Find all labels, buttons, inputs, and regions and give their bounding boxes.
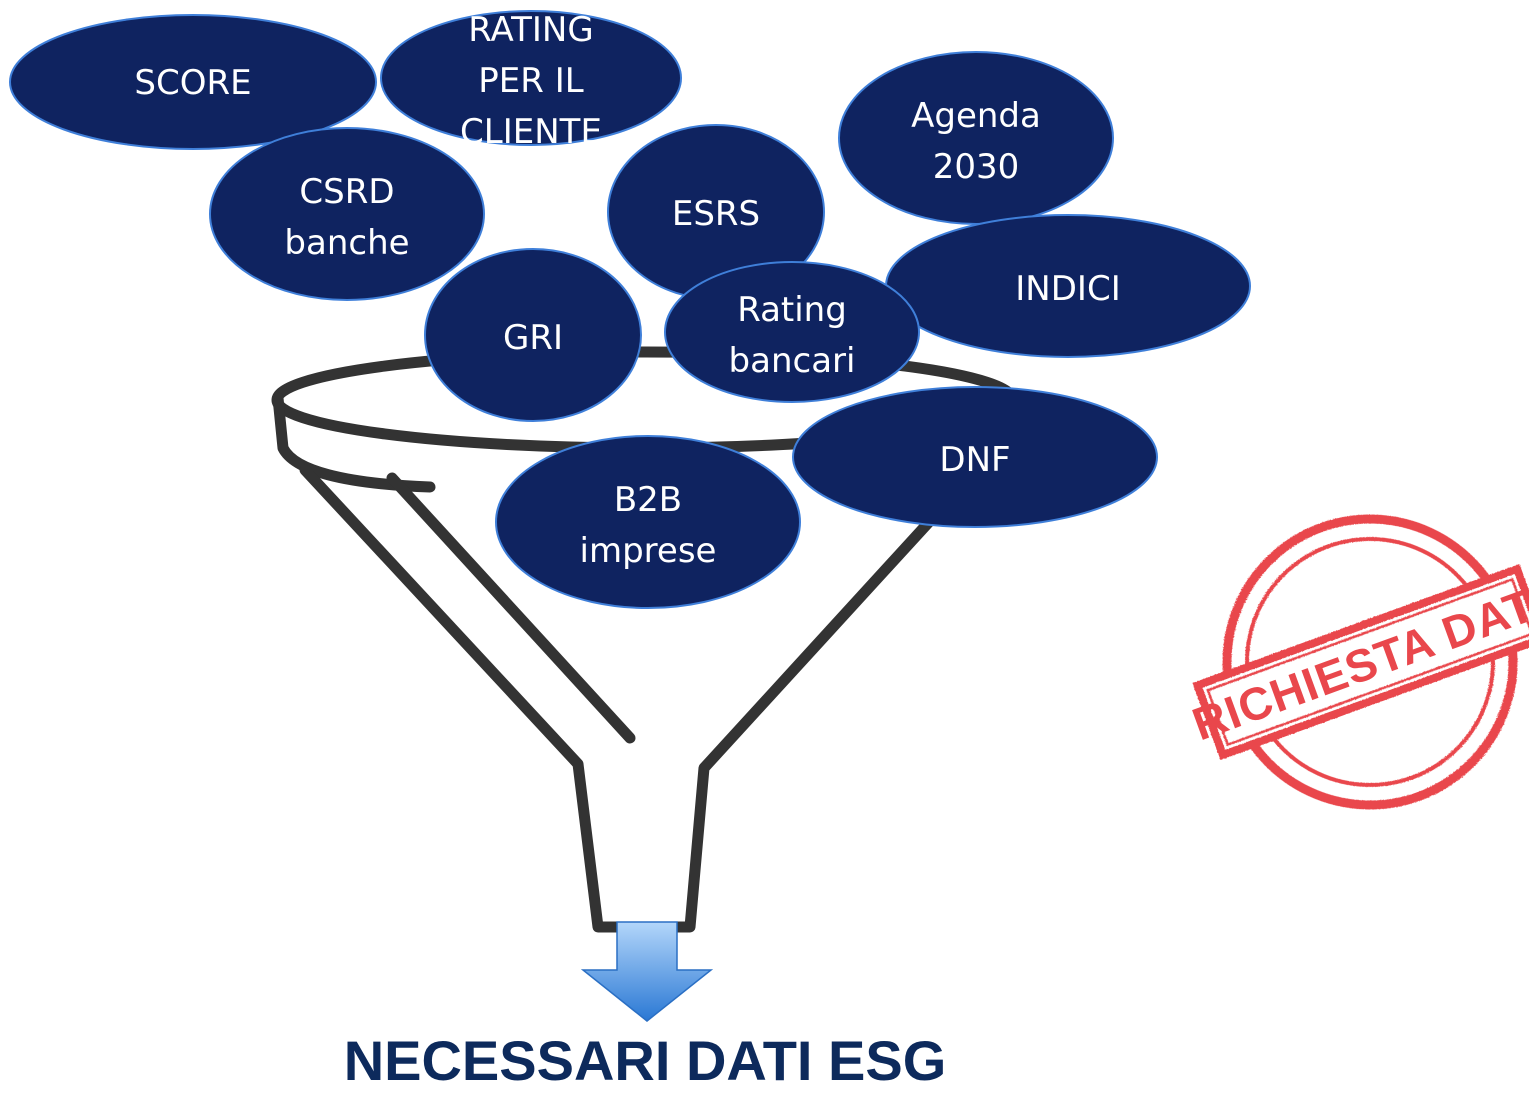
bubble-label: INDICI bbox=[1015, 269, 1120, 309]
bubble-label: B2B bbox=[614, 480, 682, 520]
bubble-label: 2030 bbox=[933, 147, 1020, 187]
bubble-label: DNF bbox=[939, 440, 1010, 480]
bubble-shape bbox=[792, 386, 1158, 528]
bubble-shape bbox=[664, 261, 920, 403]
bubble-gri: GRI bbox=[424, 248, 642, 422]
bubble-label: ESRS bbox=[672, 194, 760, 234]
bubble-agenda: Agenda 2030 bbox=[838, 51, 1114, 225]
bubble-csrd: CSRD banche bbox=[209, 127, 485, 301]
bubble-label: Agenda bbox=[911, 96, 1041, 136]
caption-title: NECESSARI DATI ESG bbox=[343, 1029, 947, 1092]
bubble-label: CSRD bbox=[299, 172, 394, 212]
bubble-label: imprese bbox=[580, 531, 717, 571]
bubble-b2b: B2B imprese bbox=[495, 435, 801, 609]
bubble-indici: INDICI bbox=[885, 214, 1251, 358]
bubble-rating-cliente: RATING PER IL CLIENTE bbox=[380, 10, 682, 152]
bubble-label: Rating bbox=[737, 290, 847, 330]
bubble-label: CLIENTE bbox=[460, 112, 602, 152]
bubble-shape bbox=[209, 127, 485, 301]
bubble-label: PER IL bbox=[478, 61, 583, 101]
down-arrow-icon bbox=[580, 921, 714, 1022]
bubble-shape bbox=[9, 14, 377, 150]
stamp-banner-inner bbox=[1206, 577, 1529, 747]
bubble-label: GRI bbox=[503, 318, 563, 358]
bubble-label: bancari bbox=[729, 341, 856, 381]
richiesta-dati-stamp: RICHIESTA DATI bbox=[1186, 514, 1529, 810]
bubble-shape bbox=[424, 248, 642, 422]
bubble-label: RATING bbox=[468, 10, 593, 50]
bubble-rating-bancari: Rating bancari bbox=[664, 261, 920, 403]
bubble-shape bbox=[495, 435, 801, 609]
bubble-label: SCORE bbox=[134, 63, 251, 103]
bubble-dnf: DNF bbox=[792, 386, 1158, 528]
bubble-esrs: ESRS bbox=[607, 124, 825, 300]
stamp-banner bbox=[1192, 563, 1529, 761]
bubble-score: SCORE bbox=[9, 14, 377, 150]
bubble-shape bbox=[838, 51, 1114, 225]
bubble-label: banche bbox=[284, 223, 409, 263]
bubble-shape bbox=[380, 10, 682, 146]
